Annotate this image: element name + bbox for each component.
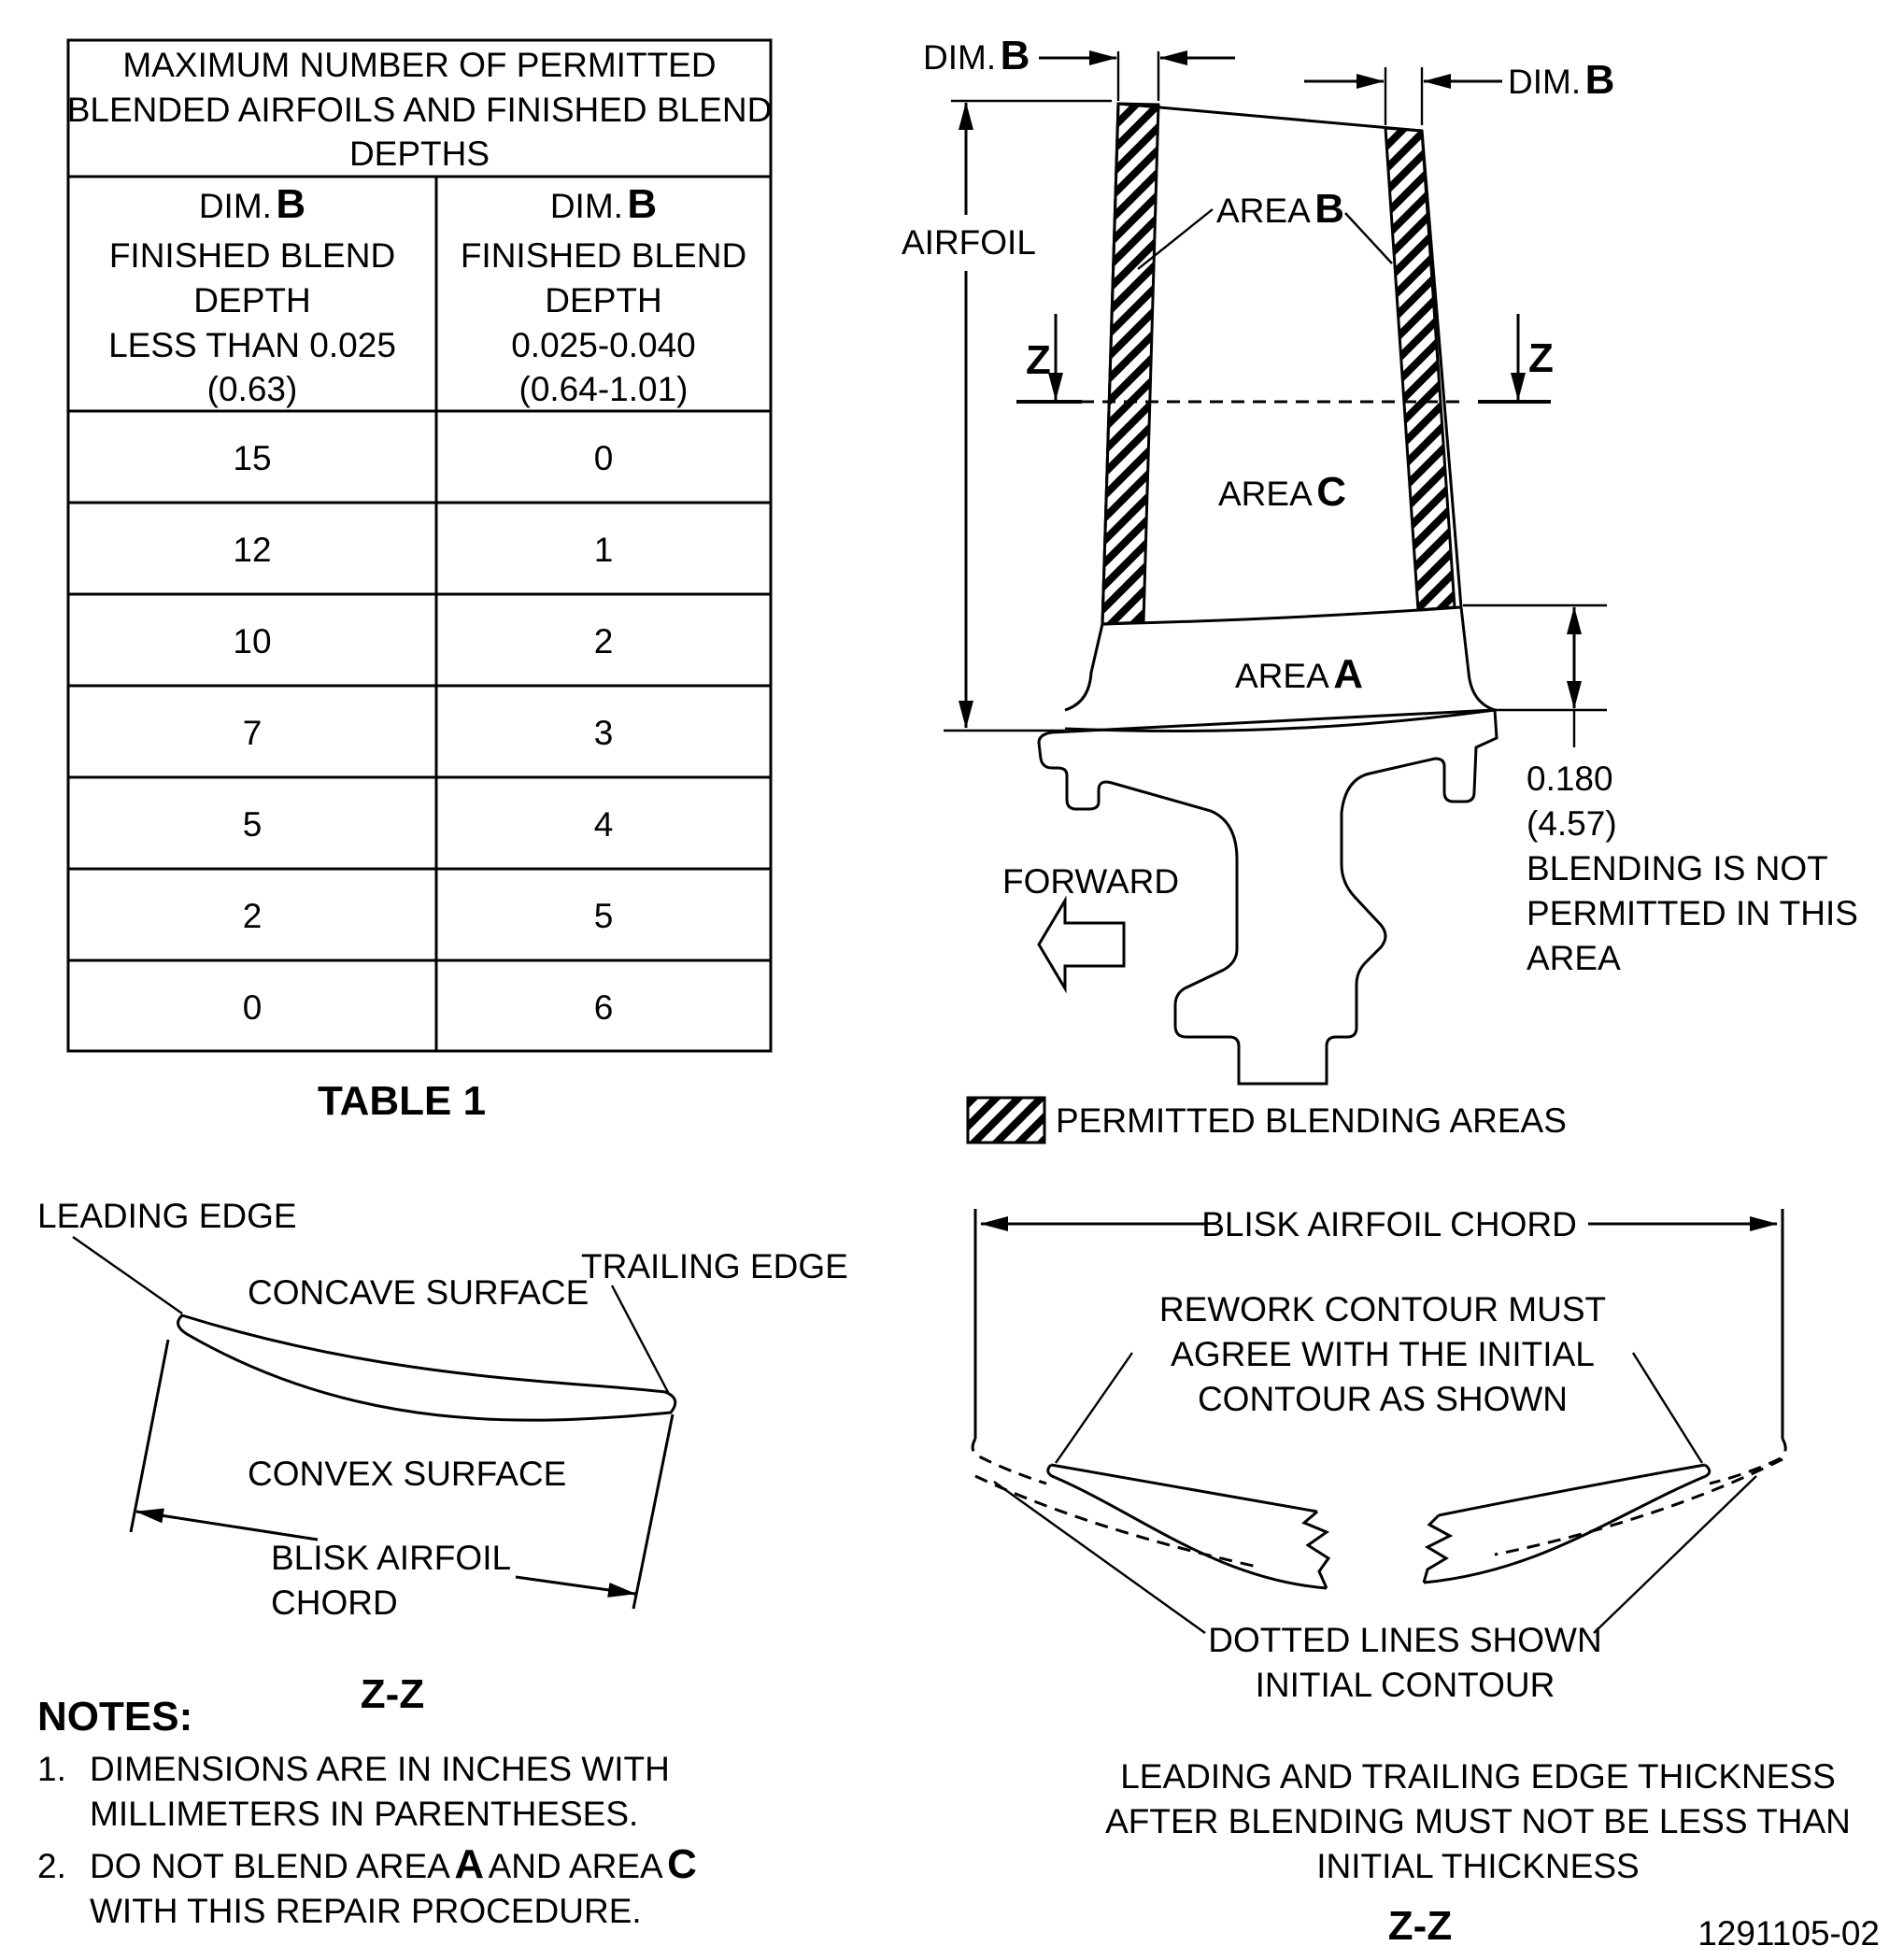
concave-surface-label: CONCAVE SURFACE — [248, 1273, 589, 1312]
airfoil-section-profile — [177, 1314, 677, 1422]
note-2-number: 2. — [37, 1847, 66, 1885]
no-blend-note-line-1: BLENDING IS NOT — [1527, 849, 1828, 888]
rework-note-line-2: AGREE WITH THE INITIAL — [1171, 1335, 1595, 1373]
section-right: BLISK AIRFOIL CHORD REWORK CONTOUR MUST … — [971, 1205, 1851, 1949]
convex-surface-label: CONVEX SURFACE — [248, 1455, 566, 1493]
chord-label: BLISK AIRFOIL CHORD — [1201, 1205, 1577, 1243]
airfoil-label: AIRFOIL — [902, 223, 1036, 262]
table-cell: 2 — [594, 622, 614, 660]
notes: NOTES: 1. DIMENSIONS ARE IN INCHES WITH … — [37, 1694, 697, 1930]
section-right-label: Z-Z — [1388, 1903, 1452, 1949]
forward-arrow-icon — [1037, 895, 1126, 994]
forward-label: FORWARD — [1002, 862, 1179, 901]
col2-dim-header: DIM. B — [550, 181, 657, 227]
thickness-note-line-1: LEADING AND TRAILING EDGE THICKNESS — [1120, 1757, 1836, 1796]
blade-root-firtree — [1037, 708, 1498, 1086]
hatch-legend-swatch — [966, 1096, 1046, 1144]
leading-edge-label: LEADING EDGE — [37, 1197, 297, 1235]
col2-header-line-1: FINISHED BLEND — [461, 236, 746, 275]
note-1-number: 1. — [37, 1750, 66, 1788]
dim-b-label-forward: DIM. B — [923, 33, 1030, 78]
table-cell: 5 — [243, 805, 263, 844]
blend-limits-table: MAXIMUM NUMBER OF PERMITTED BLENDED AIRF… — [66, 38, 773, 1124]
table-cell: 6 — [594, 988, 614, 1027]
area-a-label: AREA A — [1235, 651, 1363, 697]
table-cell: 15 — [233, 439, 271, 477]
thickness-note-line-3: INITIAL THICKNESS — [1316, 1847, 1639, 1885]
table-cell: 1 — [594, 531, 614, 569]
col2-header-line-3: 0.025-0.040 — [511, 326, 696, 364]
no-blend-note-line-2: PERMITTED IN THIS — [1527, 894, 1858, 932]
no-blend-note-line-3: AREA — [1527, 939, 1621, 977]
dim-b-label-aft: DIM. B — [1508, 57, 1614, 103]
figure-number: 1291105-02 — [1697, 1914, 1880, 1953]
chord-label-line-2: CHORD — [271, 1584, 398, 1622]
section-left: LEADING EDGE CONCAVE SURFACE TRAILING ED… — [37, 1197, 848, 1717]
col2-header-line-4: (0.64-1.01) — [519, 370, 689, 408]
table-cell: 5 — [594, 897, 614, 935]
rework-note-line-1: REWORK CONTOUR MUST — [1159, 1290, 1606, 1328]
table-title-line-2: BLENDED AIRFOILS AND FINISHED BLEND — [67, 91, 773, 129]
col1-header-line-1: FINISHED BLEND — [109, 236, 395, 275]
dotted-note-line-2: INITIAL CONTOUR — [1256, 1666, 1555, 1704]
dim-value-inches: 0.180 — [1527, 760, 1613, 798]
area-c-label: AREA C — [1218, 469, 1346, 515]
col1-header-line-2: DEPTH — [193, 281, 310, 320]
table-cell: 12 — [233, 531, 271, 569]
table-cell: 7 — [243, 714, 263, 752]
dotted-note-line-1: DOTTED LINES SHOWN — [1208, 1621, 1601, 1659]
col1-header-line-3: LESS THAN 0.025 — [108, 326, 396, 364]
area-b-hatch-aft — [1384, 126, 1456, 612]
trailing-edge-label: TRAILING EDGE — [581, 1247, 848, 1285]
table-title-line-3: DEPTHS — [349, 135, 490, 173]
rework-note-line-3: CONTOUR AS SHOWN — [1198, 1380, 1568, 1418]
table-cell: 4 — [594, 805, 614, 844]
thickness-note-line-2: AFTER BLENDING MUST NOT BE LESS THAN — [1105, 1802, 1851, 1840]
airfoil-outline — [1117, 102, 1496, 712]
table-title-line-1: MAXIMUM NUMBER OF PERMITTED — [122, 46, 716, 84]
notes-heading: NOTES: — [37, 1694, 192, 1740]
table-cell: 0 — [243, 988, 263, 1027]
section-left-label: Z-Z — [361, 1671, 424, 1717]
note-1-line-2: MILLIMETERS IN PARENTHESES. — [90, 1795, 638, 1833]
note-2-line-2: WITH THIS REPAIR PROCEDURE. — [90, 1892, 642, 1930]
note-2-line-1: DO NOT BLEND AREA A AND AREA C — [90, 1841, 697, 1887]
chord-label-line-1: BLISK AIRFOIL — [271, 1539, 511, 1577]
legend-label: PERMITTED BLENDING AREAS — [1056, 1101, 1567, 1140]
table-cell: 2 — [243, 897, 263, 935]
area-b-label: AREA B — [1216, 186, 1344, 232]
section-mark-z-left: Z — [1026, 337, 1051, 383]
table-cell: 0 — [594, 439, 614, 477]
blade-view: Z Z DIM. B DIM. B AIRFOIL AREA B AREA C … — [902, 33, 1858, 1144]
table-caption: TABLE 1 — [318, 1078, 486, 1124]
table-cell: 3 — [594, 714, 614, 752]
col1-dim-header: DIM. B — [199, 181, 305, 227]
col2-header-line-2: DEPTH — [545, 281, 661, 320]
dim-value-mm: (4.57) — [1527, 804, 1617, 843]
table-cell: 10 — [233, 622, 271, 660]
section-mark-z-right: Z — [1528, 335, 1554, 381]
note-1-line-1: DIMENSIONS ARE IN INCHES WITH — [90, 1750, 670, 1788]
col1-header-line-4: (0.63) — [207, 370, 298, 408]
